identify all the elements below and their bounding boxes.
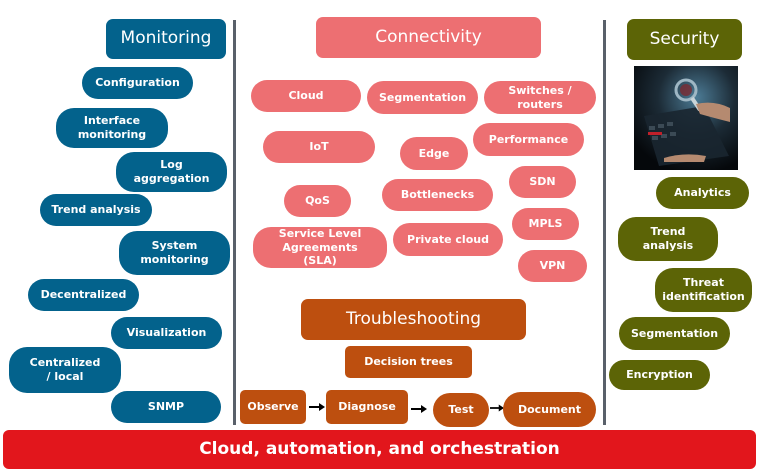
cloud-automation-banner: Cloud, automation, and orchestration [3,430,756,469]
monitoring-item: SNMP [111,391,221,423]
connectivity-item: SDN [509,166,576,198]
step-test: Test [433,393,489,427]
connectivity-item: MPLS [512,208,579,240]
connectivity-item: Performance [473,123,584,156]
decision-trees-box: Decision trees [345,346,472,378]
connectivity-item: Private cloud [393,223,503,256]
security-header: Security [627,19,742,60]
step-observe: Observe [240,390,306,424]
security-item: Threat identification [655,268,752,312]
connectivity-item: IoT [263,131,375,163]
connectivity-item: Bottlenecks [382,179,493,211]
security-item: Trend analysis [618,217,718,261]
monitoring-item: Configuration [82,67,193,99]
connectivity-item: QoS [284,185,351,217]
right-divider [603,20,606,425]
monitoring-item: Interface monitoring [56,108,168,148]
monitoring-item: Log aggregation [116,152,227,192]
connectivity-item: Segmentation [367,81,478,114]
monitoring-item: System monitoring [119,231,230,275]
monitoring-item: Visualization [111,317,222,349]
monitoring-item: Centralized / local [9,347,121,393]
connectivity-item: Service Level Agreements (SLA) [253,227,387,268]
monitoring-item: Trend analysis [40,194,152,226]
monitoring-item: Decentralized [28,279,139,311]
connectivity-item: Edge [400,137,468,170]
arrow-icon [411,405,427,413]
arrow-icon [309,403,325,411]
arrow-icon [490,404,504,412]
connectivity-item: Switches / routers [484,81,596,114]
connectivity-header: Connectivity [316,17,541,58]
magnifier-keyboard-icon [644,78,730,166]
security-item: Analytics [656,177,749,209]
security-item: Encryption [609,360,710,390]
connectivity-item: Cloud [251,80,361,112]
step-document: Document [503,392,596,427]
security-image [634,66,738,170]
monitoring-header: Monitoring [106,19,226,59]
left-divider [233,20,236,425]
troubleshooting-header: Troubleshooting [301,299,526,340]
step-diagnose: Diagnose [326,390,408,424]
security-item: Segmentation [619,317,730,350]
connectivity-item: VPN [518,250,587,282]
